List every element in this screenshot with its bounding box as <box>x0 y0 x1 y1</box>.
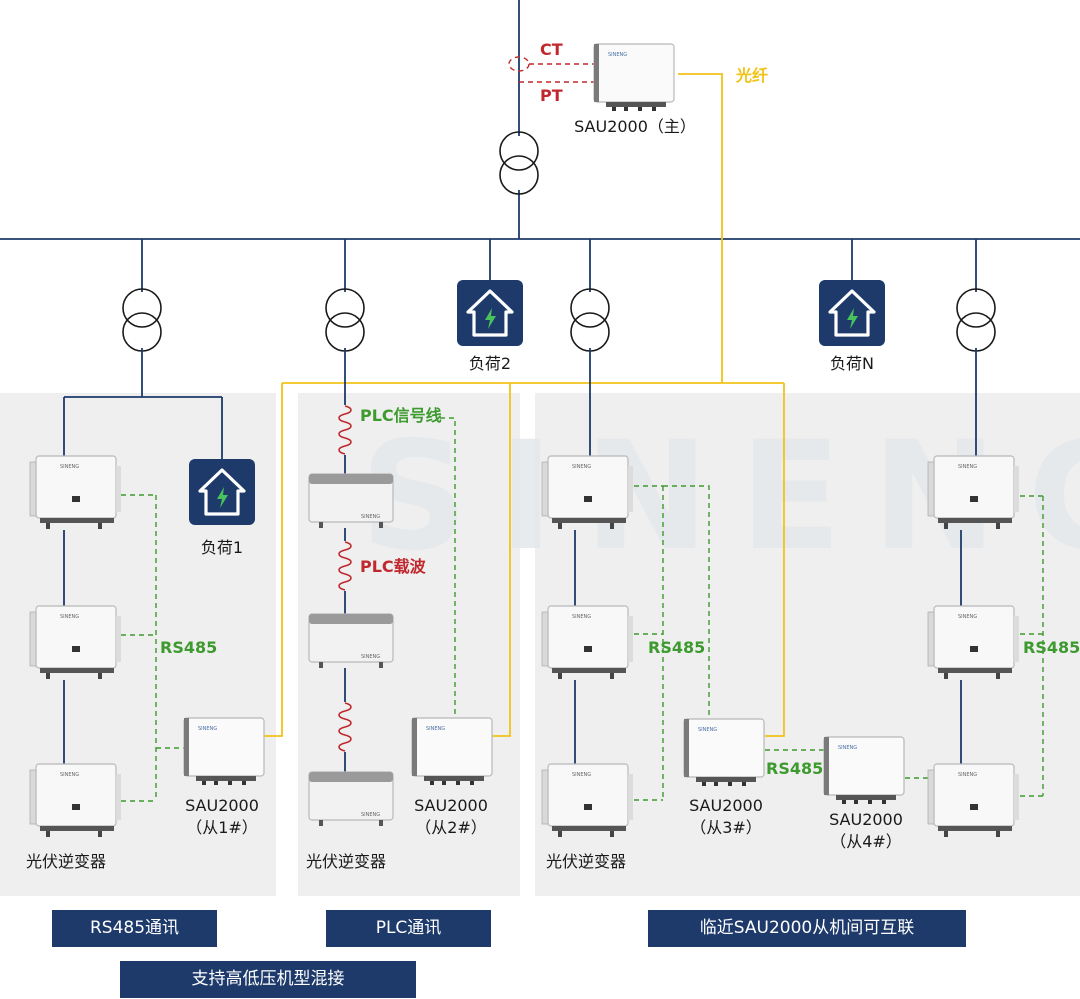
sau-slave-1-device <box>183 717 265 786</box>
plc-signal-line <box>440 417 456 718</box>
fiber-label: 光纤 <box>736 66 769 85</box>
sau-slave-4-sub: （从4#） <box>830 832 902 851</box>
group3-wiring <box>574 348 591 764</box>
sau-slave-2-name: SAU2000 <box>414 796 488 815</box>
sau-slave-1-sub: （从1#） <box>186 818 258 837</box>
plc-carrier-label: PLC载波 <box>360 557 426 576</box>
transformer-2-icon <box>325 288 365 352</box>
inverter-g3-2 <box>541 605 634 680</box>
load-n-label: 负荷N <box>830 354 874 373</box>
main-feeder <box>0 0 1080 240</box>
inverter-g1-1 <box>29 455 122 530</box>
group4-rs485 <box>1020 495 1044 797</box>
ct-pt-lines <box>508 56 594 83</box>
rs485-label-group4: RS485 <box>1023 638 1080 657</box>
inverter-g4-1 <box>927 455 1020 530</box>
plc-coil-1 <box>338 405 352 455</box>
inverter-label-group3: 光伏逆变器 <box>546 852 627 871</box>
inverter-g3-1 <box>541 455 634 530</box>
transformer-3-icon <box>570 288 610 352</box>
load-1-house-icon <box>187 457 257 527</box>
group1-wiring <box>63 348 223 764</box>
load-n-house-icon <box>817 278 887 348</box>
sau-slave-4-device <box>823 736 905 805</box>
group1-rs485 <box>121 494 184 802</box>
inverter-label-group2: 光伏逆变器 <box>306 852 387 871</box>
inverter-g4-2 <box>927 605 1020 680</box>
rs485-label-group3: RS485 <box>648 638 706 657</box>
sau-slave-1-name: SAU2000 <box>185 796 259 815</box>
rs485-label-group1: RS485 <box>160 638 218 657</box>
tag-mixed-models: 支持高低压机型混接 <box>120 961 416 998</box>
inverter-g3-3 <box>541 763 634 838</box>
rs485-label-between-sau: RS485 <box>766 759 824 778</box>
sau-slave-2-sub: （从2#） <box>415 818 487 837</box>
tag-plc-comm: PLC通讯 <box>326 910 491 947</box>
ct-label: CT <box>540 40 563 59</box>
fiber-lines <box>264 73 785 737</box>
sau-slave-2-device <box>411 717 493 786</box>
tag-neighbor-interconnect: 临近SAU2000从机间可互联 <box>648 910 966 947</box>
inverter-g1-3 <box>29 763 122 838</box>
load-2-house-icon <box>455 278 525 348</box>
plc-signal-label: PLC信号线 <box>360 406 442 425</box>
group4-wiring <box>960 348 977 764</box>
sau-slave-3-sub: （从3#） <box>690 818 762 837</box>
transformer-4-icon <box>956 288 996 352</box>
tag-rs485-comm: RS485通讯 <box>52 910 217 947</box>
group3-rs485 <box>634 485 930 801</box>
inverter-label-group1: 光伏逆变器 <box>26 852 107 871</box>
inverter-g4-3 <box>927 763 1020 838</box>
sau-slave-3-device <box>683 718 765 787</box>
main-transformer-icon <box>499 131 539 195</box>
branch-drops <box>141 239 977 292</box>
sau-master-device <box>593 43 675 112</box>
plc-inverter-2 <box>308 613 394 669</box>
plc-coil-2 <box>338 541 352 591</box>
sau-master-label: SAU2000（主） <box>574 117 696 136</box>
plc-inverter-3 <box>308 771 394 827</box>
sau-slave-3-name: SAU2000 <box>689 796 763 815</box>
transformer-1-icon <box>122 288 162 352</box>
load-2-label: 负荷2 <box>468 354 512 373</box>
load-1-label: 负荷1 <box>200 538 244 557</box>
plc-coil-3 <box>338 702 352 752</box>
inverter-g1-2 <box>29 605 122 680</box>
pt-label: PT <box>540 86 563 105</box>
sau-slave-4-name: SAU2000 <box>829 810 903 829</box>
plc-inverter-1 <box>308 473 394 529</box>
